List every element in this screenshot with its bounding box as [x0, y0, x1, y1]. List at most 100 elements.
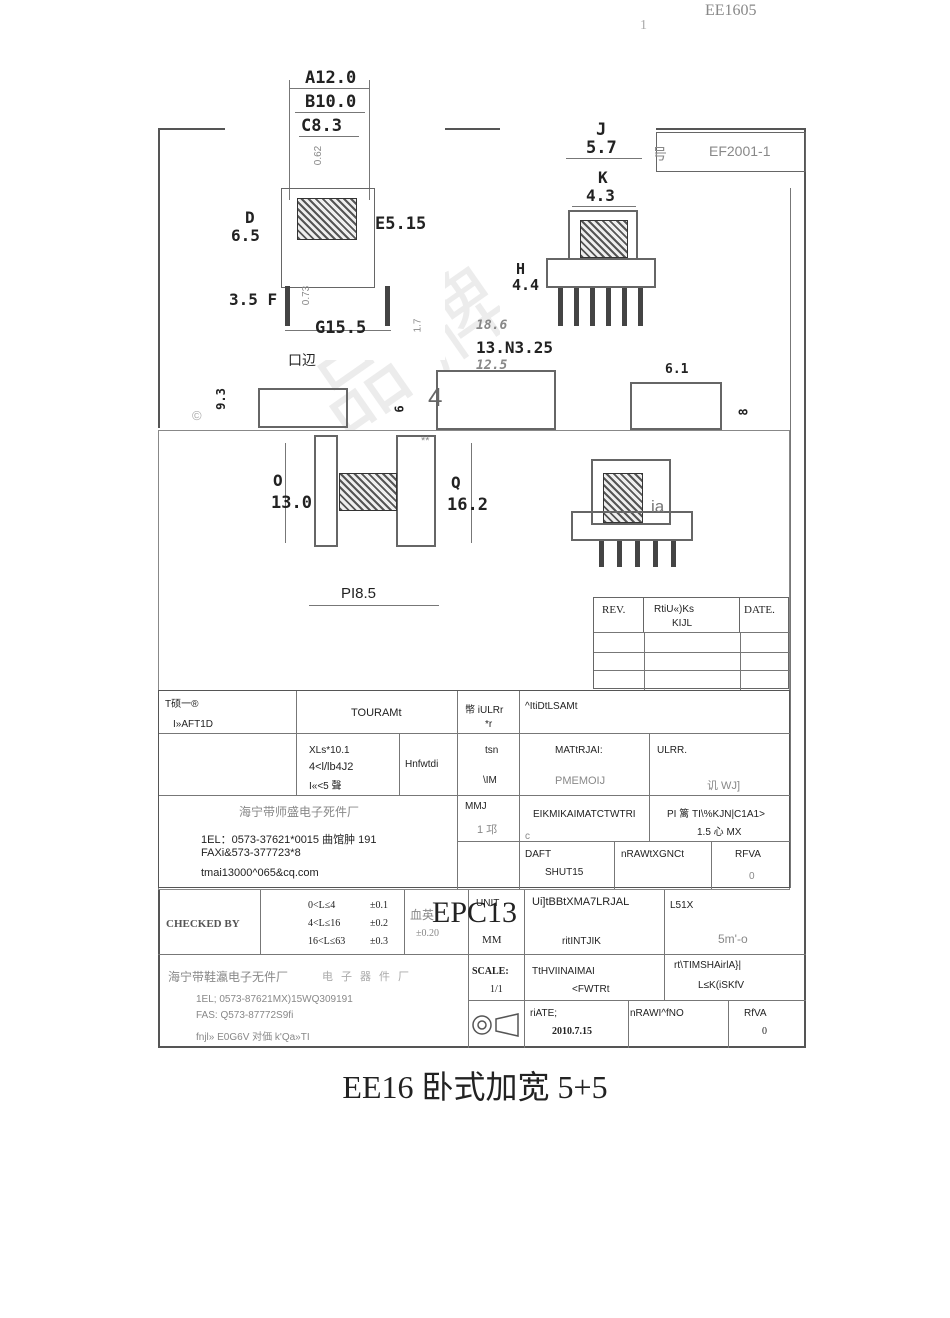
- inner-email: tmai13000^065&cq.com: [201, 867, 319, 879]
- inner-tol1: XLs*10.1: [309, 745, 350, 756]
- inner-company: 海宁带师盛电子死件厂: [239, 805, 360, 819]
- outer-material-value: ritINTJIK: [562, 936, 601, 947]
- dim-b: B10.0: [305, 92, 357, 112]
- outer-l51x: L51X: [670, 900, 694, 911]
- dim-j-value: 5.7: [586, 138, 617, 158]
- inner-mmj: MMJ: [465, 801, 487, 812]
- inner-im: \IM: [483, 775, 497, 786]
- inner-fax: FAXi&573-377723*8: [201, 847, 301, 859]
- inner-tol3: I«<5 聲: [309, 781, 342, 792]
- outer-material-label: Ui]tBBtXMA7LRJAL: [532, 896, 630, 908]
- caption: EE16 卧式加宽 5+5: [342, 1069, 608, 1105]
- dim-e: E5.15: [375, 214, 427, 234]
- dim-o-label: O: [273, 471, 283, 490]
- outer-company: 海宁带鞋瀛电子无件厂: [168, 970, 289, 984]
- outer-angle-value: ±0.20: [416, 928, 439, 939]
- dim-186: 18.6: [476, 318, 508, 333]
- label-ia: ia: [651, 497, 665, 516]
- outer-angle-label: 血英: [410, 908, 435, 922]
- outer-fax: FAS: Q573-87772S9fi: [196, 1010, 294, 1021]
- dim-8: 8: [736, 408, 751, 416]
- doc-code: EE1605: [705, 2, 757, 19]
- outer-title-value: <FWTRt: [572, 984, 610, 995]
- label-4: 4: [428, 382, 443, 412]
- inner-scale: 1 邛: [477, 824, 498, 836]
- dim-h-label: H: [516, 260, 526, 278]
- dim-k-label: K: [598, 168, 608, 187]
- model-value: EF2001-1: [709, 143, 771, 159]
- outer-tol2: 4<L≤16: [308, 918, 341, 929]
- stars: **: [421, 435, 430, 447]
- revision-table: REV. RtiU«)Ks KIJL DATE.: [593, 597, 790, 690]
- dim-6: 6: [392, 405, 407, 413]
- winding-section: [297, 198, 357, 240]
- outer-tol1v: ±0.1: [370, 900, 388, 911]
- inner-nraw: nRAWtXGNCt: [621, 849, 684, 860]
- inner-tel: 1EL：0573-37621*0015 曲馆肿 191: [201, 834, 377, 846]
- rev-header: REV.: [602, 604, 626, 616]
- outer-tol3: 16<L≤63: [308, 936, 346, 947]
- dim-073: 0.73: [301, 285, 313, 306]
- dim-q-label: Q: [451, 473, 461, 492]
- dim-d-label: D: [245, 208, 255, 227]
- inner-wj: 讥 WJ]: [707, 780, 740, 792]
- outer-unit-value: MM: [482, 934, 502, 946]
- outer-l51x-value: 5m'-o: [718, 932, 748, 946]
- dim-g: G15.5: [315, 318, 367, 338]
- outer-part-label: rt\TIMSHAirlA}|: [674, 960, 742, 971]
- outer-rev-label: RfVA: [744, 1008, 767, 1019]
- copyright-mark: ©: [192, 408, 202, 423]
- inner-tsn: tsn: [485, 745, 499, 756]
- inner-r1-c1: 幣 iULRr: [465, 705, 504, 716]
- dim-d-value: 6.5: [231, 226, 260, 245]
- date-header: DATE.: [744, 604, 775, 616]
- inner-material-value: PMEMOIJ: [555, 775, 606, 787]
- inner-r1-a1: T硕一®: [165, 699, 199, 710]
- dim-c: C8.3: [301, 116, 342, 136]
- inner-r1-a2: I»AFT1D: [173, 719, 214, 730]
- inner-ulrr: ULRR.: [657, 745, 688, 756]
- overlay-title: EPC13: [432, 896, 518, 929]
- inner-c-mark: c: [525, 831, 530, 842]
- dim-a: A12.0: [305, 68, 357, 88]
- inner-r1-d: ^ItiDtLSAMt: [525, 701, 578, 712]
- inner-rfva-value: 0: [749, 871, 755, 882]
- outer-rev-value: 0: [762, 1026, 767, 1037]
- dim-q-value: 16.2: [447, 495, 488, 515]
- outer-title-label: TtHVIINAIMAI: [532, 966, 595, 977]
- dim-062: 0.62: [313, 145, 325, 166]
- inner-part-label: PI 篱 TI\%KJN|C1A1>: [667, 809, 765, 820]
- rev-desc-line2: KIJL: [672, 618, 693, 629]
- caption-wrapper: EE16 卧式加宽 5+5: [0, 1062, 950, 1108]
- outer-date-label: riATE;: [530, 1008, 558, 1019]
- dim-j-label: J: [596, 120, 607, 140]
- dim-h-value: 4.4: [512, 276, 540, 294]
- inner-rfva: RFVA: [735, 849, 761, 860]
- dim-n: 13.N3.25: [476, 338, 554, 357]
- outer-part-value: L≤K(iSKfV: [698, 980, 745, 991]
- outer-unit-label: UNIT: [476, 898, 500, 909]
- dim-17: 1.7: [412, 318, 424, 333]
- inner-tol2: 4<l/lb4J2: [309, 761, 354, 773]
- dim-93: 9.3: [213, 388, 228, 410]
- label-small: 口辺: [288, 352, 316, 368]
- outer-scale-value: 1/1: [490, 984, 503, 995]
- projection-symbol-icon: [472, 1013, 519, 1037]
- outer-tol1: 0<L≤4: [308, 900, 336, 911]
- outer-date-value: 2010.7.15: [552, 1026, 592, 1037]
- dim-k-value: 4.3: [586, 186, 615, 205]
- inner-title-label: EIKMIKAIMATCTWTRI: [533, 809, 636, 820]
- inner-part-value: 1.5 心 MX: [697, 827, 742, 838]
- outer-email: fnjl» E0G6V 对価 k'Qa»TI: [196, 1032, 310, 1043]
- inner-title-block: T硕一® I»AFT1D TOURAMt 幣 iULRr *r ^ItiDtLS…: [158, 690, 791, 889]
- outer-tol2v: ±0.2: [370, 918, 388, 929]
- dim-61: 6.1: [665, 362, 689, 377]
- checked-by: CHECKED BY: [166, 918, 240, 930]
- inner-shut: SHUT15: [545, 867, 584, 878]
- inner-r1-c2: *r: [485, 719, 493, 730]
- outer-company-faint: 电子器件厂: [322, 971, 417, 983]
- model-box: 型号 EF2001-1: [637, 132, 806, 172]
- inner-daft: DAFT: [525, 849, 552, 860]
- inner-finish: Hnfwtdi: [405, 759, 439, 770]
- dim-o-value: 13.0: [271, 493, 312, 513]
